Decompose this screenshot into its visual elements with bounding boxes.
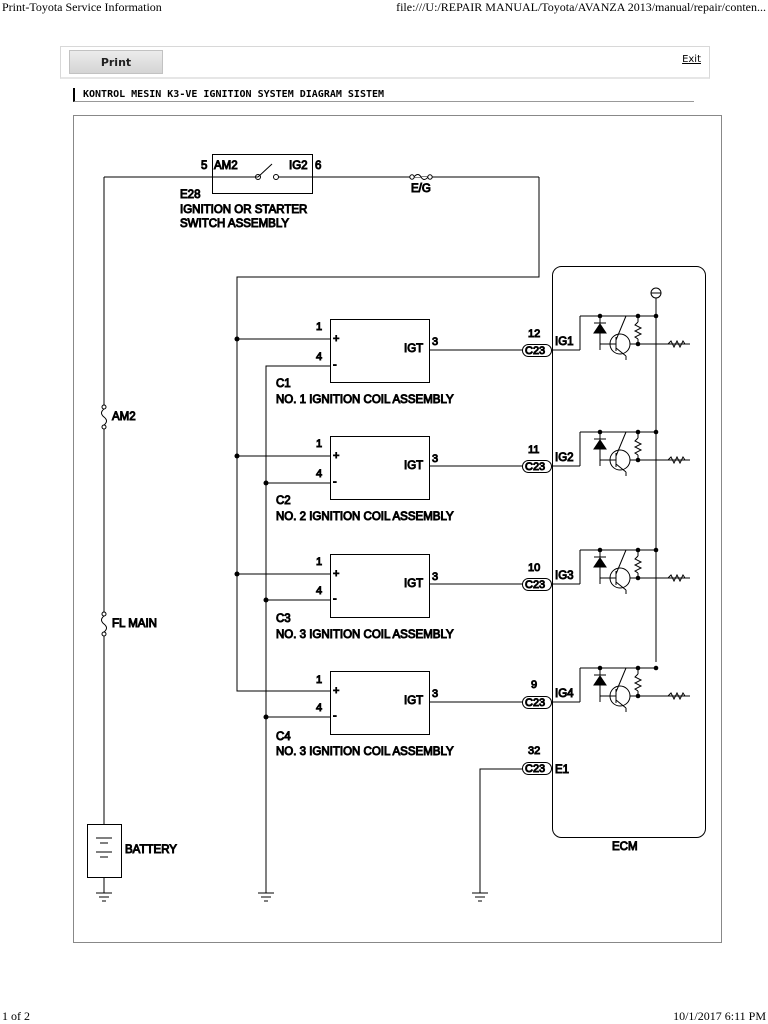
coil-3-pin-out: 3	[432, 571, 438, 583]
signal-ig3: IG3	[555, 570, 574, 582]
coil-3-minus-sign: -	[333, 593, 337, 605]
ecm-label: ECM	[612, 841, 638, 853]
am2-fuse-icon	[101, 404, 107, 430]
conn-e1-code: C23	[525, 763, 545, 775]
print-toolbar: Print Exit	[60, 46, 710, 79]
signal-e1: E1	[555, 764, 569, 776]
coil-2-minus-sign: -	[333, 476, 337, 488]
footer-page-count: 1 of 2	[2, 1009, 30, 1023]
coil-2-pin-out: 3	[432, 453, 438, 465]
coil-3-pin-minus: 4	[316, 585, 322, 597]
signal-ig1: IG1	[555, 336, 574, 348]
coil-1-pin-minus: 4	[316, 351, 322, 363]
coil-4-pin-out: 3	[432, 688, 438, 700]
switch-pin-6: 6	[315, 160, 321, 172]
browser-header-url: file:///U:/REPAIR MANUAL/Toyota/AVANZA 2…	[396, 0, 766, 14]
coil-2-igt: IGT	[404, 460, 423, 472]
ground-icon	[258, 892, 274, 902]
switch-ig2-label: IG2	[289, 160, 308, 172]
switch-am2-label: AM2	[214, 160, 238, 172]
switch-code: E28	[180, 189, 200, 201]
diagram-frame	[73, 115, 722, 943]
coil-1-pin-out: 3	[432, 336, 438, 348]
coil-1-plus-sign: +	[333, 333, 339, 345]
connector-c23-e1	[522, 762, 552, 775]
coil-4-plus-sign: +	[333, 685, 339, 697]
conn-e1-pin: 32	[528, 745, 540, 757]
signal-ig4: IG4	[555, 688, 574, 700]
conn-ig3-pin: 10	[528, 562, 540, 574]
conn-ig4-code: C23	[525, 697, 545, 709]
coil-2-code: C2	[276, 495, 291, 507]
ignition-coil-3	[330, 554, 523, 618]
switch-name-line1: IGNITION OR STARTER	[180, 204, 307, 216]
coil-1-pin-plus: 1	[316, 321, 322, 333]
ignition-coil-2	[330, 436, 523, 500]
conn-ig2-pin: 11	[528, 444, 539, 456]
coil-1-minus-sign: -	[333, 359, 337, 371]
coil-4-pin-minus: 4	[316, 702, 322, 714]
e1-ground-wire	[479, 768, 522, 893]
coil-4-pin-plus: 1	[316, 674, 322, 686]
signal-ig2: IG2	[555, 452, 574, 464]
switch-name-line2: SWITCH ASSEMBLY	[180, 218, 289, 230]
coil-2-plus-sign: +	[333, 450, 339, 462]
battery-label: BATTERY	[125, 844, 177, 856]
coil-3-igt: IGT	[404, 578, 423, 590]
page-title: KONTROL MESIN K3-VE IGNITION SYSTEM DIAG…	[73, 88, 694, 102]
ecm-driver-circuits	[551, 313, 690, 712]
switch-pin-5: 5	[201, 160, 207, 172]
battery-icon	[87, 824, 122, 902]
ecm-box	[552, 266, 706, 838]
coil-4-code: C4	[276, 731, 291, 743]
fl-main-fuse-label: FL MAIN	[112, 618, 157, 630]
fl-main-fuse-icon	[101, 611, 107, 637]
coil-2-pin-plus: 1	[316, 438, 322, 450]
eg-fuse-icon	[409, 174, 433, 180]
ground-icon	[472, 892, 488, 902]
footer-timestamp: 10/1/2017 6:11 PM	[673, 1009, 766, 1023]
coil-2-pin-minus: 4	[316, 468, 322, 480]
coil-3-name: NO. 3 IGNITION COIL ASSEMBLY	[276, 629, 454, 641]
ignition-coil-4	[330, 671, 523, 735]
coil-2-name: NO. 2 IGNITION COIL ASSEMBLY	[276, 511, 454, 523]
eg-fuse-label: E/G	[411, 183, 431, 195]
coil-3-plus-sign: +	[333, 568, 339, 580]
conn-ig4-pin: 9	[531, 679, 537, 691]
coil-3-pin-plus: 1	[316, 556, 322, 568]
exit-link[interactable]: Exit	[682, 54, 701, 65]
conn-ig1-code: C23	[525, 345, 545, 357]
conn-ig3-code: C23	[525, 579, 545, 591]
coil-1-code: C1	[276, 378, 291, 390]
coil-4-name: NO. 3 IGNITION COIL ASSEMBLY	[276, 746, 454, 758]
coil-4-igt: IGT	[404, 695, 423, 707]
ignition-switch	[104, 154, 539, 194]
print-button[interactable]: Print	[69, 50, 163, 74]
browser-header-title: Print-Toyota Service Information	[2, 0, 162, 14]
ignition-coil-1	[330, 319, 523, 383]
conn-ig2-code: C23	[525, 461, 545, 473]
coil-1-igt: IGT	[404, 343, 423, 355]
coil-4-minus-sign: -	[333, 710, 337, 722]
coil-power-bus	[236, 177, 540, 692]
coil-3-code: C3	[276, 613, 291, 625]
conn-ig1-pin: 12	[528, 328, 540, 340]
coil-1-name: NO. 1 IGNITION COIL ASSEMBLY	[276, 394, 454, 406]
am2-fuse-label: AM2	[112, 411, 136, 423]
